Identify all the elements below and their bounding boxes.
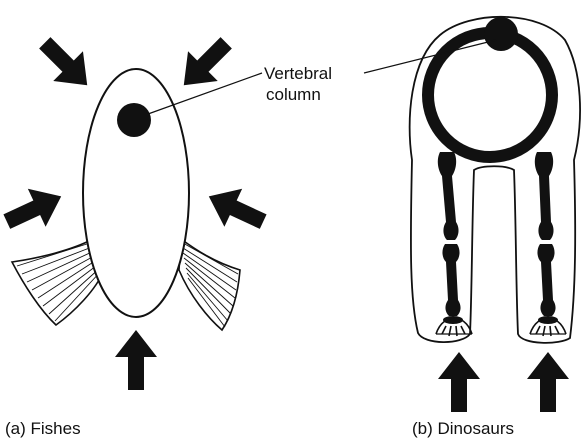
right-fin-icon — [179, 239, 240, 330]
label-line-2: column — [266, 85, 321, 104]
arrow-icon-mid-right — [200, 177, 272, 240]
dinosaur-cross-section — [410, 17, 580, 412]
arrow-icon-left-foot — [438, 352, 480, 412]
label-line-1: Vertebral — [264, 64, 332, 83]
arrow-icon-top-left — [30, 28, 102, 100]
fish-vertebra-icon — [117, 103, 151, 137]
caption-fishes: (a) Fishes — [5, 419, 81, 438]
fish-cross-section — [0, 28, 272, 390]
arrow-icon-mid-left — [0, 177, 70, 240]
arrow-icon-right-foot — [527, 352, 569, 412]
caption-dinosaurs: (b) Dinosaurs — [412, 419, 514, 438]
arrow-icon-bottom — [115, 330, 157, 390]
dinosaur-vertebra-icon — [484, 17, 518, 51]
arrow-icon-top-right — [169, 28, 241, 100]
